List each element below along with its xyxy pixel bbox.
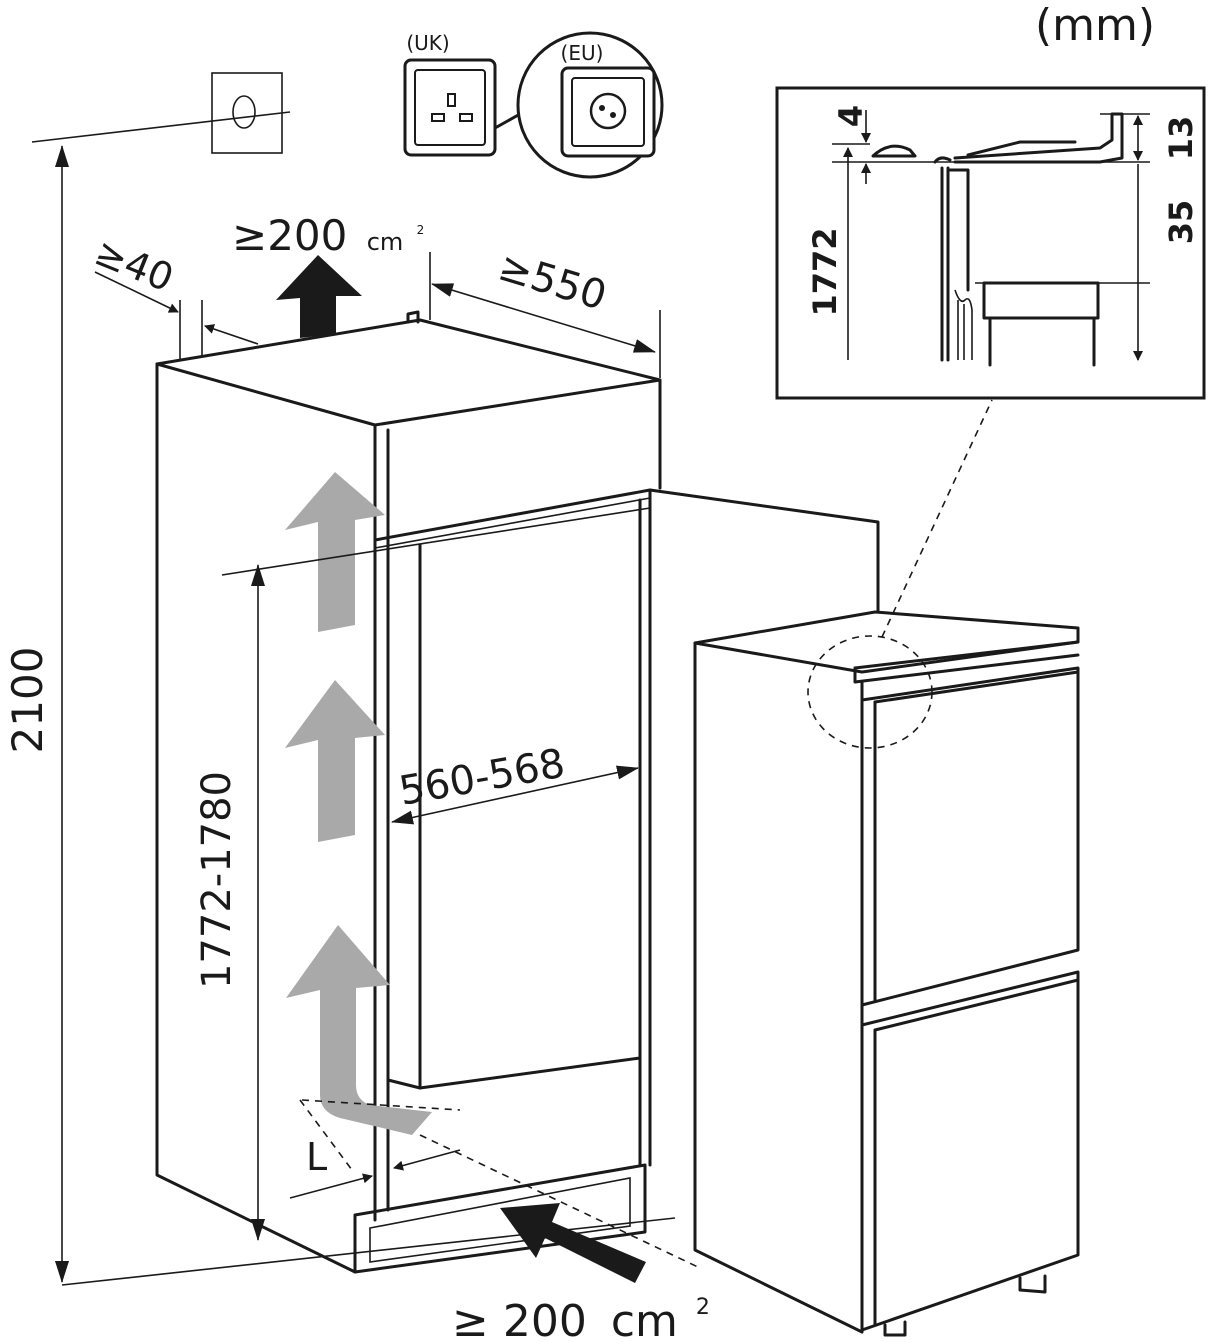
- svg-text:≥ 200 cm 2: ≥ 200 cm 2: [452, 1295, 710, 1342]
- bottom-vent: ≥ 200 cm 2: [419, 1134, 710, 1342]
- depth-dimension: ≥550: [429, 244, 661, 378]
- total-height-dimension: 2100: [3, 145, 676, 1286]
- detail-gap-label: 4: [832, 105, 870, 127]
- top-vent-arrow: [276, 255, 362, 338]
- bottom-vent-arrow: [500, 1203, 646, 1283]
- side-gap-label: ≥40: [89, 230, 180, 301]
- bottom-vent-value: ≥ 200: [452, 1296, 587, 1342]
- bottom-vent-unit-sup: 2: [696, 1295, 710, 1320]
- top-vent-unit-sup: 2: [417, 223, 425, 237]
- wall-switch: [31, 72, 291, 154]
- bottom-vent-unit: cm: [611, 1296, 678, 1342]
- niche-height-label: 1772-1780: [194, 771, 240, 989]
- detail-inset: 4 13 35 1772: [775, 86, 1206, 400]
- socket-connector: [493, 112, 522, 130]
- top-vent-unit: cm: [367, 228, 404, 256]
- socket-eu: (EU): [516, 31, 664, 179]
- fridge-appliance: [693, 610, 1080, 1337]
- top-vent-value: ≥200: [232, 211, 347, 260]
- detail-leader-line: [881, 399, 993, 638]
- socket-eu-label: (EU): [561, 41, 604, 65]
- socket-uk: (UK): [403, 31, 497, 157]
- airflow-arrows: [285, 472, 432, 1135]
- detail-13-label: 13: [1162, 116, 1200, 161]
- top-vent: ≥200 cm 2: [232, 211, 424, 338]
- detail-height-label: 1772: [806, 227, 844, 316]
- units-label: (mm): [1035, 0, 1155, 51]
- niche-width-dimension: 560-568: [391, 741, 639, 825]
- detail-35-label: 35: [1162, 200, 1200, 245]
- svg-text:≥200 cm 2: ≥200 cm 2: [232, 211, 424, 260]
- socket-uk-label: (UK): [406, 31, 449, 55]
- l-label: L: [306, 1135, 327, 1179]
- niche-width-label: 560-568: [396, 741, 569, 815]
- total-height-label: 2100: [3, 647, 52, 754]
- niche-height-dimension: 1772-1780: [194, 507, 651, 1241]
- l-dimension: L: [289, 1099, 461, 1199]
